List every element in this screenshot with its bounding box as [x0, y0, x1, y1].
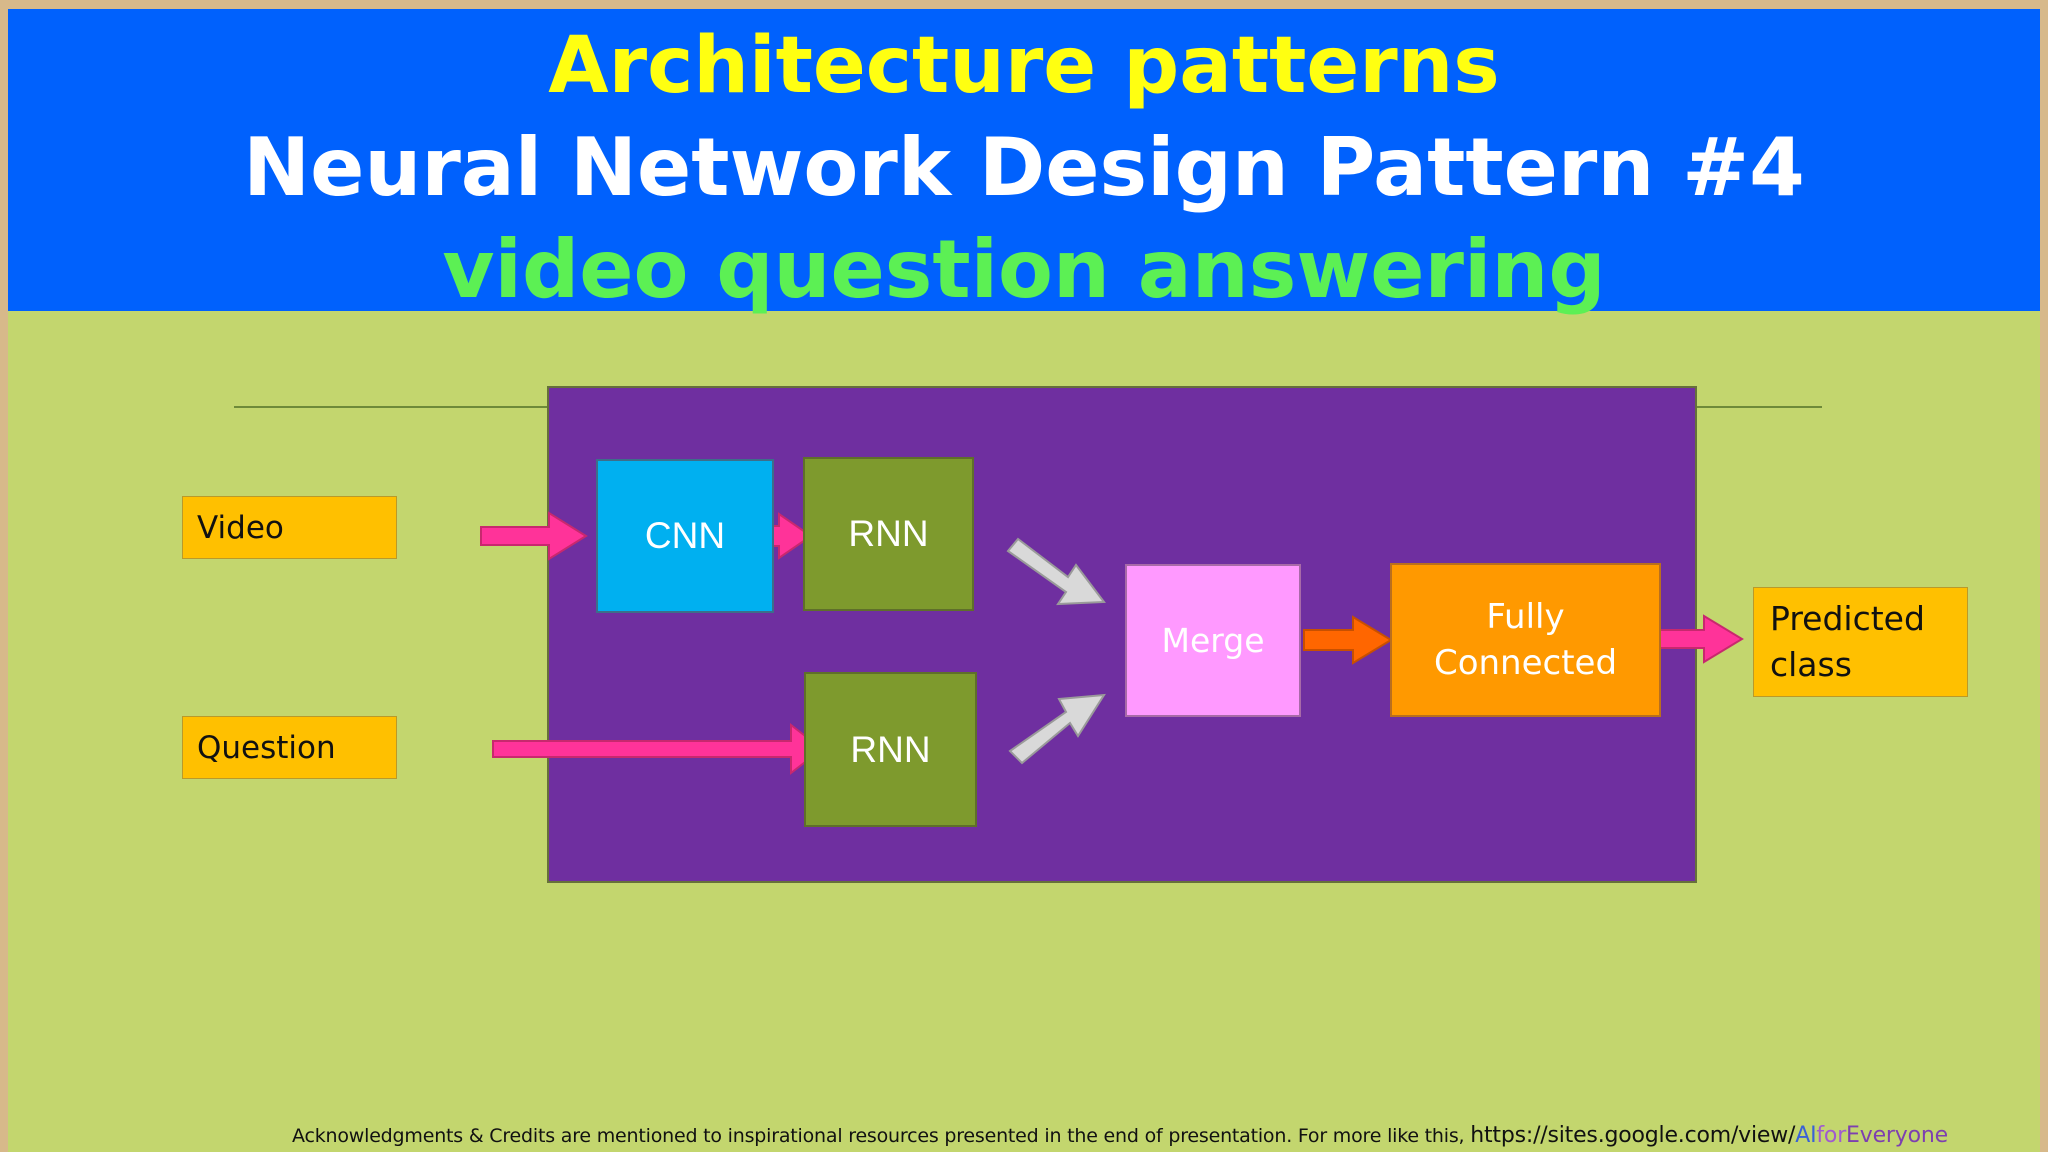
slide-title-line1: Architecture patterns — [548, 21, 1500, 111]
output-label-line2: class — [1770, 645, 1852, 684]
footer-url-everyone: Everyone — [1846, 1123, 1948, 1148]
footer-credits: Acknowledgments & Credits are mentioned … — [292, 1123, 1948, 1148]
output-label-line1: Predicted — [1770, 599, 1925, 638]
arrow-video-to-cnn — [480, 511, 588, 561]
fully-connected-label-line1: Fully — [1486, 597, 1565, 637]
rnn-question-block: RNN — [804, 672, 977, 827]
merge-block: Merge — [1125, 564, 1301, 717]
footer-url-prefix: https://sites.google.com/view/ — [1470, 1123, 1796, 1148]
arrow-rnn-question-to-merge — [1008, 693, 1106, 765]
slide-title-line3: video question answering — [442, 223, 1606, 316]
title-banner: Architecture patterns Neural Network Des… — [8, 9, 2040, 316]
flow-arrows — [480, 511, 1744, 776]
input-video: Video — [182, 496, 397, 559]
input-question: Question — [182, 716, 397, 779]
rnn-video-block: RNN — [803, 457, 974, 611]
arrow-rnn-video-to-merge — [1006, 537, 1106, 606]
footer-url-for: for — [1816, 1123, 1847, 1148]
footer-link[interactable]: https://sites.google.com/view/AIforEvery… — [1470, 1123, 1948, 1148]
slide: Architecture patterns Neural Network Des… — [8, 9, 2040, 1152]
output-predicted-class: Predicted class — [1753, 587, 1968, 697]
divider-line-left — [234, 406, 550, 408]
fully-connected-label-line2: Connected — [1433, 643, 1618, 683]
footer-text: Acknowledgments & Credits are mentioned … — [292, 1125, 1471, 1147]
divider-line-right — [1694, 406, 1822, 408]
footer-url-ai: AI — [1795, 1123, 1817, 1148]
arrow-question-to-rnn — [492, 722, 824, 776]
fully-connected-block: Fully Connected — [1390, 563, 1661, 717]
cnn-block: CNN — [596, 459, 774, 613]
slide-title-line2: Neural Network Design Pattern #4 — [243, 121, 1805, 214]
arrow-merge-to-fc — [1303, 615, 1393, 665]
